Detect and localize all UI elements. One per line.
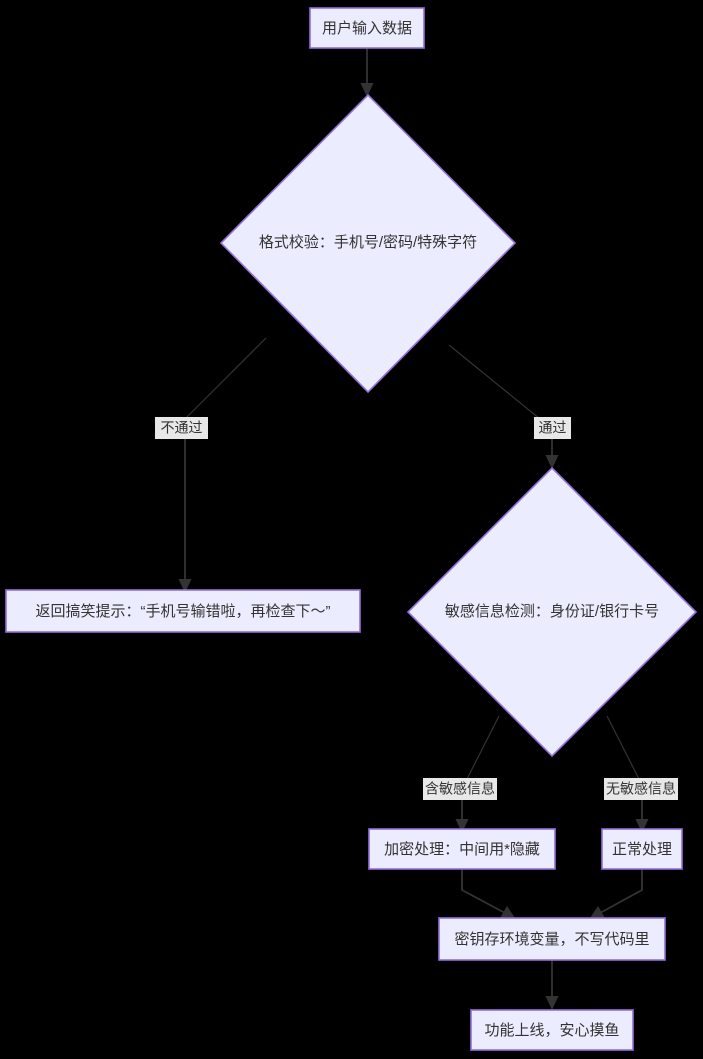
arrowhead-icon <box>545 455 559 469</box>
arrowhead-icon <box>635 819 649 833</box>
edge-input-to-format-check <box>360 48 374 97</box>
node-label: 用户输入数据 <box>322 20 412 37</box>
edge-key-env-to-launch <box>545 960 559 1010</box>
arrowhead-icon <box>360 83 374 97</box>
arrowhead-icon <box>590 906 605 918</box>
node-shape-diamond <box>219 93 517 394</box>
edge-layer <box>178 48 649 1010</box>
node-normal[interactable]: 正常处理 <box>601 828 683 870</box>
node-shape-diamond <box>406 466 698 758</box>
edge-label-background <box>155 417 208 439</box>
node-shape-rect <box>5 589 361 633</box>
edge-line <box>448 344 541 420</box>
arrowhead-icon <box>545 996 559 1010</box>
edge-label-text: 无敏感信息 <box>606 781 676 797</box>
edge-line <box>461 869 506 914</box>
edge-line <box>184 337 267 420</box>
edge-label-background <box>534 417 571 439</box>
node-label: 加密处理：中间用*隐藏 <box>384 841 540 858</box>
edge-format-check-to-funny-tip <box>178 337 267 593</box>
edge-label-text: 通过 <box>539 420 567 436</box>
edge-label-fail: 不通过 <box>155 417 208 439</box>
node-shape-rect <box>309 7 425 49</box>
edge-sensitive-check-to-encrypt <box>455 715 500 833</box>
edge-label-layer: 不通过 通过 含敏感信息 无敏感信息 <box>155 417 678 800</box>
edge-label-background <box>423 778 497 800</box>
node-shape-rect <box>470 1009 634 1051</box>
edge-label-text: 不通过 <box>161 420 203 436</box>
edge-encrypt-to-key-env <box>461 869 515 918</box>
node-key-env[interactable]: 密钥存环境变量，不写代码里 <box>438 917 666 961</box>
arrowhead-icon <box>500 906 515 918</box>
node-label: 格式校验：手机号/密码/特殊字符 <box>259 234 477 251</box>
node-shape-rect <box>438 917 666 961</box>
node-funny-tip[interactable]: 返回搞笑提示：“手机号输错啦，再检查下～” <box>5 589 361 633</box>
edge-format-check-to-sensitive-check <box>448 344 559 469</box>
edge-line <box>599 869 643 914</box>
edge-line <box>606 715 640 780</box>
node-label: 功能上线，安心摸鱼 <box>484 1021 619 1039</box>
node-format-check[interactable]: 格式校验：手机号/密码/特殊字符 <box>219 93 517 394</box>
node-label: 敏感信息检测：身份证/银行卡号 <box>445 603 659 620</box>
arrowhead-icon <box>455 819 469 833</box>
node-shape-rect <box>601 828 683 870</box>
edge-label-text: 含敏感信息 <box>425 781 495 797</box>
node-label: 返回搞笑提示：“手机号输错啦，再检查下～” <box>36 603 331 620</box>
edge-label-has-sensitive: 含敏感信息 <box>423 778 497 800</box>
node-sensitive-check[interactable]: 敏感信息检测：身份证/银行卡号 <box>406 466 698 758</box>
edge-label-no-sensitive: 无敏感信息 <box>604 778 678 800</box>
edge-line <box>466 715 500 780</box>
node-label: 密钥存环境变量，不写代码里 <box>454 930 649 948</box>
node-user-input[interactable]: 用户输入数据 <box>309 7 425 49</box>
node-shape-rect <box>368 828 556 870</box>
edge-label-background <box>604 778 678 800</box>
edge-normal-to-key-env <box>590 869 643 918</box>
node-layer: 用户输入数据 格式校验：手机号/密码/特殊字符 返回搞笑提示：“手机号输错啦，再… <box>5 7 698 1051</box>
edge-sensitive-check-to-normal <box>606 715 649 833</box>
node-encrypt[interactable]: 加密处理：中间用*隐藏 <box>368 828 556 870</box>
node-label: 正常处理 <box>612 841 672 858</box>
edge-label-pass: 通过 <box>534 417 571 439</box>
node-launch[interactable]: 功能上线，安心摸鱼 <box>470 1009 634 1051</box>
arrowhead-icon <box>178 579 192 593</box>
